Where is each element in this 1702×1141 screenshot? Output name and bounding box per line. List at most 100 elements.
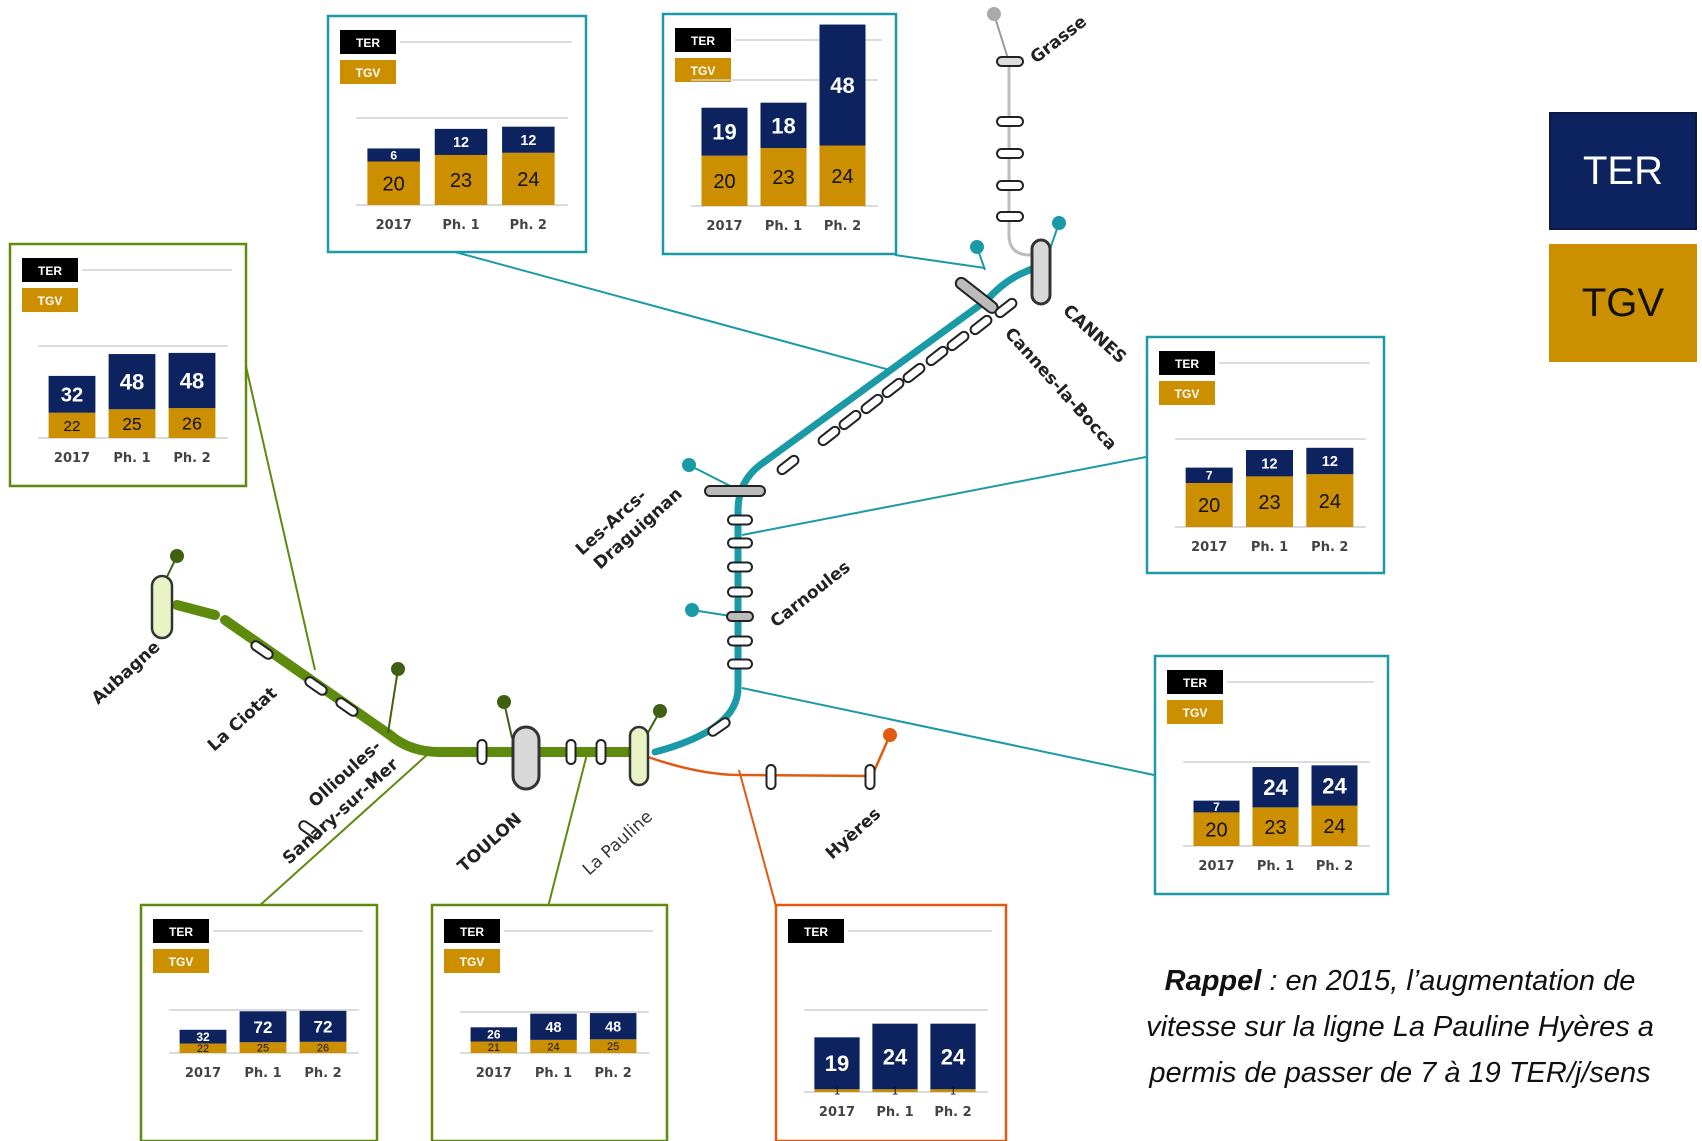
- connector-4: [741, 456, 1147, 536]
- bar-ter: [1306, 447, 1354, 475]
- bar-tgv-value: 26: [317, 1042, 329, 1054]
- bar-tgv: [108, 409, 156, 438]
- bar-tgv: [819, 145, 866, 206]
- legend-ter-text: TER: [691, 34, 715, 48]
- halt-marker: [476, 739, 488, 765]
- legend-ter-text: TER: [804, 925, 828, 939]
- category-label: Ph. 1: [876, 1105, 913, 1120]
- halt-marker: [881, 377, 905, 399]
- marker-grasse: [996, 56, 1024, 67]
- category-label: Ph. 2: [824, 219, 861, 234]
- category-label: Ph. 1: [535, 1066, 572, 1081]
- bar-ter-value: 24: [1322, 773, 1347, 798]
- marker-aubagne: [150, 574, 174, 640]
- bar-ter-value: 26: [487, 1028, 501, 1042]
- connector-7: [547, 753, 588, 908]
- bar-ter: [108, 354, 156, 410]
- legend-ter-swatch: [1167, 670, 1223, 694]
- legend-tgv-swatch: [675, 58, 731, 82]
- category-label: Ph. 1: [1257, 859, 1294, 874]
- category-label: 2017: [706, 219, 742, 234]
- rappel-line-3: permis de passer de 7 à 19 TER/j/sens: [1149, 1057, 1651, 1089]
- category-label: Ph. 2: [304, 1066, 341, 1081]
- category-label: 2017: [54, 451, 90, 466]
- grasse-branch: [1007, 60, 1032, 257]
- legend-tgv-box: TGV: [1549, 244, 1697, 362]
- bar-tgv-value: 22: [64, 418, 81, 435]
- legend-ter-text: TER: [1175, 357, 1199, 371]
- station-la-pauline: La Pauline: [579, 807, 657, 880]
- bar-ter-value: 18: [771, 113, 795, 138]
- bar-ter: [470, 1027, 518, 1042]
- bar-ter-value: 72: [314, 1017, 333, 1036]
- halt-marker: [298, 820, 322, 840]
- halt-marker: [838, 409, 862, 431]
- marker-cannes: [1030, 238, 1052, 306]
- station-la-ciotat: La Ciotat: [204, 683, 281, 755]
- bar-tgv: [1245, 476, 1294, 527]
- bar-tgv: [814, 1089, 860, 1092]
- bar-tgv: [299, 1041, 347, 1053]
- marker-grasse-4: [996, 180, 1024, 191]
- halt-marker: [335, 697, 359, 717]
- halt-marker: [864, 764, 876, 790]
- bar-tgv-value: 1: [950, 1086, 956, 1098]
- category-label: 2017: [819, 1105, 855, 1120]
- bar-tgv-value: 20: [1205, 819, 1227, 841]
- bar-tgv: [470, 1041, 518, 1053]
- bar-ter: [239, 1011, 287, 1043]
- grasse-stub: [993, 13, 1010, 63]
- connector-8: [738, 769, 778, 911]
- legend-tgv-text: TGV: [1183, 706, 1208, 720]
- bar-tgv: [1306, 474, 1354, 527]
- marker-grasse-3: [996, 148, 1024, 159]
- connector-5: [741, 687, 1155, 776]
- marker-grasse-5: [996, 211, 1024, 222]
- bar-tgv-value: 1: [834, 1086, 840, 1098]
- legend-tgv-swatch: [153, 949, 209, 973]
- marker-les-arcs: [704, 485, 766, 497]
- bar-ter-value: 12: [453, 135, 469, 151]
- bar-tgv: [872, 1089, 918, 1092]
- category-label: 2017: [1198, 859, 1234, 874]
- pin-stem-toulon: [503, 701, 513, 739]
- halt-markers: [250, 297, 1018, 840]
- legend-ter-swatch: [22, 258, 78, 282]
- bar-ter: [589, 1013, 637, 1040]
- connector-2: [894, 254, 986, 269]
- legend-ter-text: TER: [356, 36, 380, 50]
- connector-3: [244, 361, 316, 671]
- bar-tgv: [1193, 812, 1240, 846]
- station-aubagne: Aubagne: [88, 637, 164, 709]
- legend-tgv-swatch: [22, 288, 78, 312]
- marker-grasse-2: [996, 116, 1024, 127]
- bar-ter-value: 48: [830, 73, 854, 98]
- legend-ter-text: TER: [169, 925, 193, 939]
- category-label: Ph. 2: [173, 451, 210, 466]
- bar-tgv-value: 24: [547, 1041, 559, 1053]
- bar-ter-value: 48: [545, 1020, 561, 1036]
- bar-ter: [502, 126, 555, 153]
- orange-line: [646, 733, 892, 778]
- bar-ter-value: 12: [1261, 456, 1277, 472]
- bar-tgv-value: 24: [831, 166, 853, 188]
- bar-tgv-value: 25: [607, 1041, 619, 1053]
- bar-tgv-value: 25: [257, 1043, 269, 1055]
- green-line: [172, 600, 645, 757]
- bar-tgv: [367, 161, 420, 205]
- bar-tgv: [760, 148, 807, 206]
- category-label: Ph. 2: [934, 1105, 971, 1120]
- pin-stem-cannes-a: [976, 246, 986, 271]
- halt-marker: [727, 658, 753, 670]
- bar-tgv-value: 24: [1323, 816, 1345, 838]
- legend-tgv-text: TGV: [460, 955, 485, 969]
- bar-ter: [1185, 467, 1233, 483]
- halt-marker: [707, 717, 731, 737]
- category-label: Ph. 2: [510, 218, 547, 233]
- bar-tgv-value: 1: [892, 1086, 898, 1098]
- bar-ter: [1245, 450, 1294, 477]
- station-pins: [162, 7, 1066, 742]
- bar-ter: [760, 102, 807, 149]
